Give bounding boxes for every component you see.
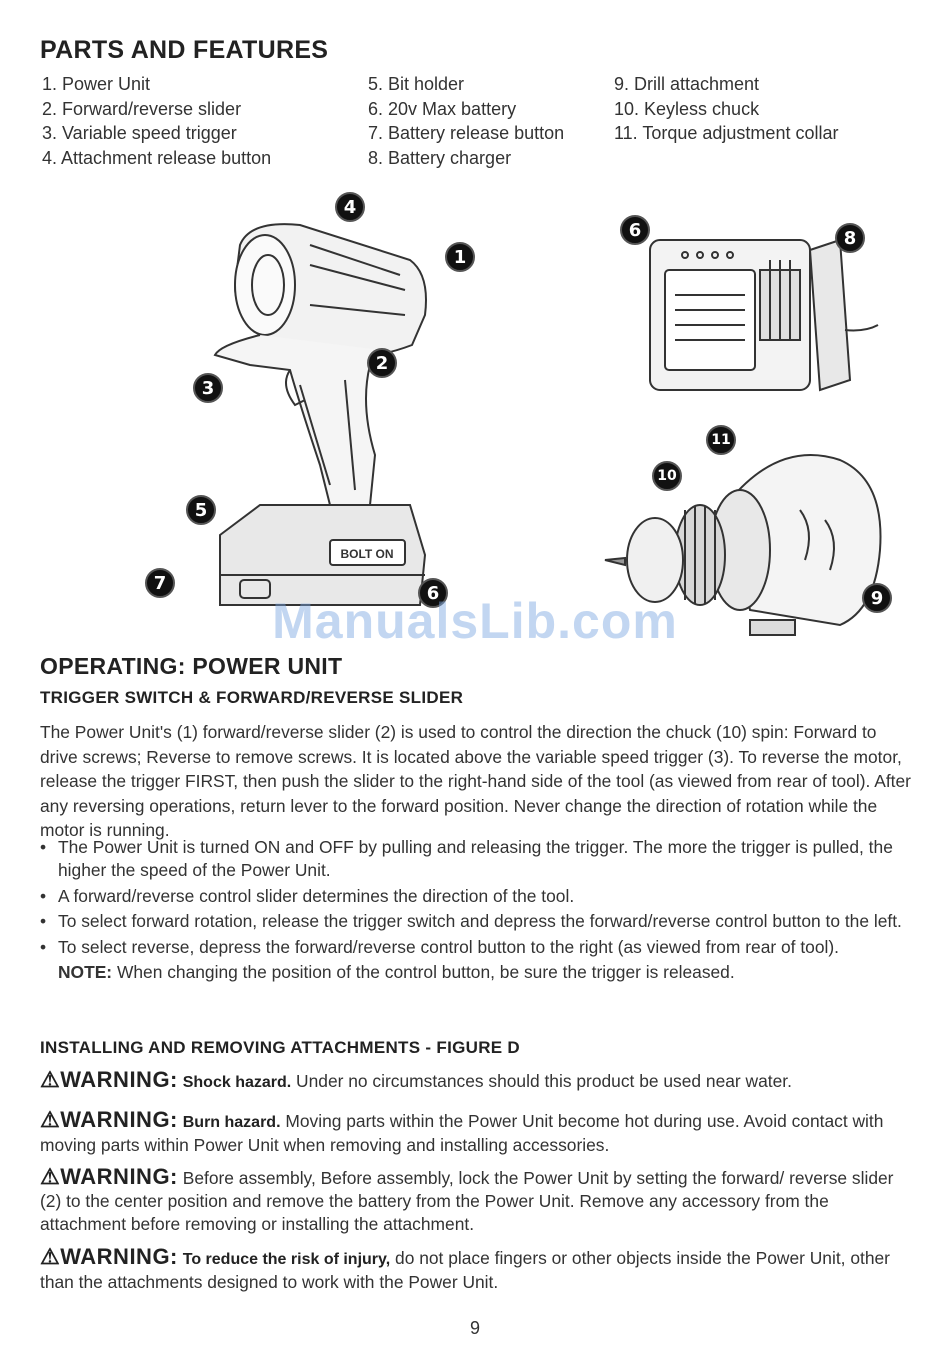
operating-paragraph: The Power Unit's (1) forward/reverse sli…: [40, 722, 911, 841]
callout-6-charger: 6: [620, 215, 650, 245]
part-item: 9. Drill attachment: [614, 74, 760, 94]
warning-icon: ⚠: [40, 1067, 61, 1092]
warning-label: WARNING:: [60, 1067, 178, 1092]
list-item: •To select forward rotation, release the…: [40, 911, 902, 931]
battery-charger-illustration: [649, 238, 879, 392]
callout-10: 10: [652, 461, 682, 491]
part-item: 2. Forward/reverse slider: [42, 98, 242, 119]
warning-hazard: Shock hazard.: [182, 1074, 292, 1091]
warning-text: Before assembly, Before assembly, lock t…: [40, 1168, 894, 1234]
warning-assembly: ⚠WARNING: Before assembly, Before assemb…: [40, 1165, 915, 1236]
warning-label: WARNING:: [60, 1244, 178, 1269]
parts-figure: BOLT ON 4 1 2 3 5 7 6 6: [130, 185, 910, 645]
attachments-title: INSTALLING AND REMOVING ATTACHMENTS - FI…: [40, 1038, 521, 1057]
operating-title: OPERATING: POWER UNIT: [40, 653, 343, 679]
part-item: 5. Bit holder: [368, 74, 465, 94]
part-item: 6. 20v Max battery: [368, 98, 517, 119]
operating-bullets: •The Power Unit is turned ON and OFF by …: [40, 836, 915, 984]
warning-label: WARNING:: [60, 1107, 178, 1132]
note-label: NOTE:: [58, 962, 113, 982]
callout-1: 1: [445, 242, 475, 272]
watermark: ManualsLib.com: [272, 593, 678, 649]
brand-label: BOLT ON: [340, 547, 393, 561]
warning-burn: ⚠WARNING: Burn hazard. Moving parts with…: [40, 1108, 915, 1157]
list-item: •A forward/reverse control slider determ…: [40, 885, 575, 906]
list-item: •The Power Unit is turned ON and OFF by …: [40, 837, 893, 880]
part-item: 10. Keyless chuck: [614, 98, 760, 119]
part-item: 4. Attachment release button: [42, 147, 272, 168]
callout-2: 2: [367, 348, 397, 378]
callout-9: 9: [862, 583, 892, 613]
list-item: •To select reverse, depress the forward/…: [40, 936, 839, 957]
warning-label: WARNING:: [60, 1164, 178, 1189]
warning-text: Moving parts within the Power Unit becom…: [40, 1111, 884, 1155]
note-text: When changing the position of the contro…: [112, 962, 735, 982]
warning-icon: ⚠: [40, 1164, 61, 1189]
parts-column-3: 9. Drill attachment 10. Keyless chuck 11…: [614, 72, 838, 170]
warning-shock: ⚠WARNING: Shock hazard. Under no circums…: [40, 1068, 915, 1094]
callout-11: 11: [706, 425, 736, 455]
warning-hazard: Burn hazard.: [182, 1114, 281, 1131]
note: NOTE: When changing the position of the …: [40, 961, 915, 984]
callout-5: 5: [186, 495, 216, 525]
part-item: 1. Power Unit: [42, 74, 151, 94]
callout-8: 8: [835, 223, 865, 253]
part-item: 8. Battery charger: [368, 147, 512, 168]
part-item: 3. Variable speed trigger: [42, 123, 237, 143]
callout-3: 3: [193, 373, 223, 403]
power-unit-illustration: BOLT ON: [213, 223, 427, 606]
parts-column-1: 1. Power Unit 2. Forward/reverse slider …: [42, 72, 368, 170]
warning-icon: ⚠: [40, 1244, 61, 1269]
part-item: 7. Battery release button: [368, 123, 565, 143]
callout-6-battery: 6: [418, 578, 448, 608]
parts-list: 1. Power Unit 2. Forward/reverse slider …: [42, 72, 902, 170]
parts-column-2: 5. Bit holder 6. 20v Max battery 7. Batt…: [368, 72, 614, 170]
page-number: 9: [469, 1318, 480, 1338]
warning-text: Under no circumstances should this produ…: [291, 1071, 792, 1091]
warning-injury: ⚠WARNING: To reduce the risk of injury, …: [40, 1245, 915, 1294]
warning-icon: ⚠: [40, 1107, 61, 1132]
parts-title: PARTS AND FEATURES: [40, 36, 329, 64]
warning-text: do not place fingers or other objects in…: [40, 1248, 890, 1292]
callout-4: 4: [335, 192, 365, 222]
part-item: 11. Torque adjustment collar: [614, 123, 839, 143]
drill-attachment-illustration: [604, 454, 882, 636]
trigger-subtitle: TRIGGER SWITCH & FORWARD/REVERSE SLIDER: [40, 688, 464, 707]
warning-hazard: To reduce the risk of injury,: [182, 1251, 391, 1268]
callout-7: 7: [145, 568, 175, 598]
